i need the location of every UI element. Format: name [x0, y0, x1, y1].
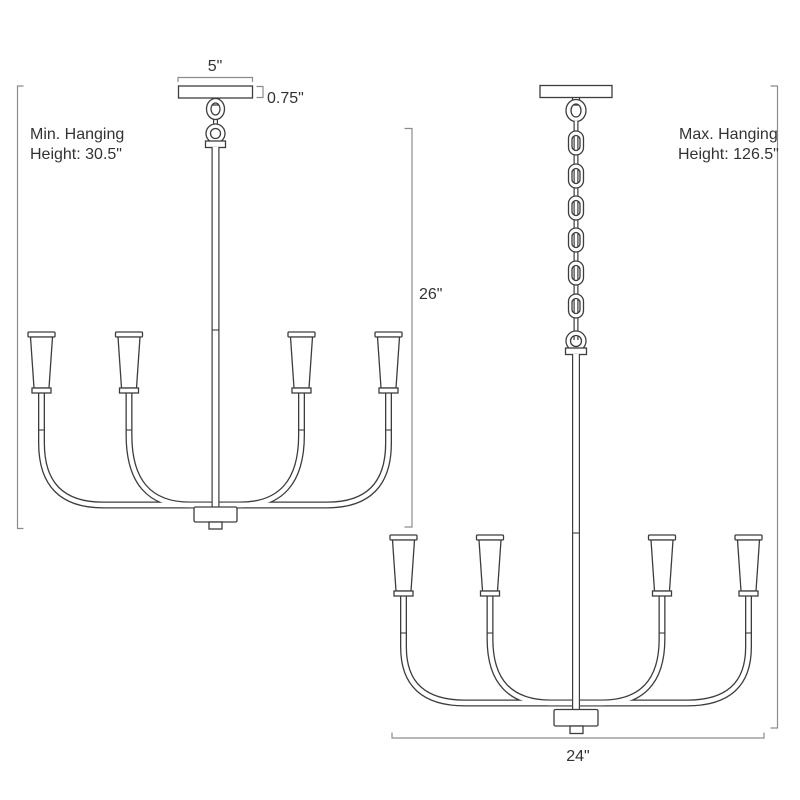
- candle-cones: [27, 331, 403, 394]
- chain-link: [567, 293, 585, 319]
- canopy-depth-dimension-bracket: [256, 85, 264, 99]
- max-height-fixture-drawing: Max. Hanging Height: 126.5" 24": [389, 84, 779, 765]
- hanger-loop: [565, 98, 587, 123]
- candle-cone: [389, 534, 418, 597]
- min-hanging-height-label-line1: Min. Hanging: [30, 126, 124, 143]
- chain-link: [567, 195, 585, 221]
- canopy-depth-dimension-label: 0.75": [267, 90, 304, 107]
- hanging-chain: [567, 130, 585, 319]
- candle-cone: [475, 534, 505, 597]
- candle-cone: [374, 331, 403, 394]
- fixture-height-dimension-label: 26": [419, 286, 442, 303]
- bottom-finial: [569, 725, 584, 735]
- max-hanging-height-label-line2: Height: 126.5": [678, 146, 779, 163]
- hanger-loop: [205, 97, 226, 121]
- ceiling-canopy: [177, 85, 254, 99]
- canopy-width-dimension-label: 5": [208, 58, 223, 75]
- fixture-width-dimension-bracket: [391, 732, 765, 739]
- min-hanging-height-label-line2: Height: 30.5": [30, 146, 122, 163]
- bottom-finial: [208, 521, 223, 530]
- swivel-collar: [564, 347, 588, 356]
- fixture-height-dimension-bracket: [404, 127, 413, 528]
- min-hanging-height-bracket: [16, 85, 24, 530]
- chain-link: [567, 163, 585, 189]
- chain-link: [567, 227, 585, 253]
- chain-link: [567, 260, 585, 286]
- swivel-ball-loop: [205, 123, 226, 144]
- fixture-arms: [38, 390, 392, 509]
- max-hanging-height-label-line1: Max. Hanging: [679, 126, 778, 143]
- candle-cone: [114, 331, 144, 394]
- canopy-width-dimension-bracket: [177, 76, 254, 82]
- fixture-arms: [400, 594, 752, 707]
- chain-link: [567, 130, 585, 156]
- candle-cones: [389, 534, 763, 597]
- candle-cone: [647, 534, 677, 597]
- ceiling-canopy: [539, 84, 613, 99]
- candle-cone: [734, 534, 763, 597]
- fixture-width-dimension-label: 24": [566, 748, 589, 765]
- candle-cone: [27, 331, 56, 394]
- candle-cone: [287, 331, 316, 394]
- min-height-fixture-drawing: 5" 0.75" Min. Hanging Height: 30.5" 26": [16, 58, 442, 530]
- max-hanging-height-bracket: [770, 85, 779, 729]
- center-hub: [193, 506, 238, 523]
- swivel-collar: [204, 140, 227, 149]
- center-hub: [553, 708, 599, 727]
